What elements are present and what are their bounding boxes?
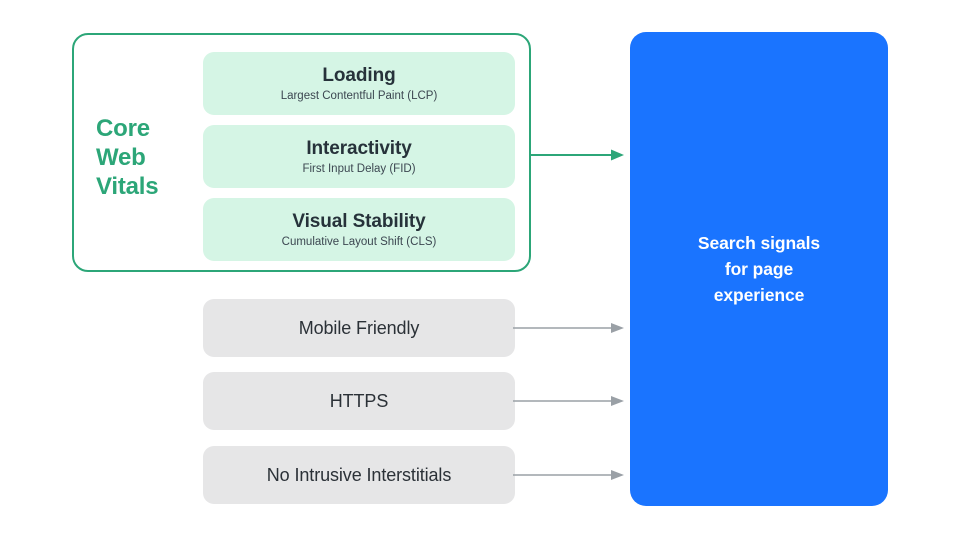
metric-title-interactivity: Interactivity [306, 137, 412, 159]
signal-label-mobile-friendly: Mobile Friendly [298, 318, 420, 338]
arrow-https-icon [513, 393, 625, 409]
metric-card-visual-stability[interactable]: Visual Stability Cumulative Layout Shift… [203, 198, 515, 261]
metric-title-loading: Loading [322, 64, 396, 86]
metric-subtitle-interactivity: First Input Delay (FID) [302, 162, 416, 175]
arrow-mobile-friendly-icon [513, 320, 625, 336]
signal-card-mobile-friendly[interactable]: Mobile Friendly [203, 299, 515, 357]
core-web-vitals-group [72, 33, 531, 272]
signal-card-https[interactable]: HTTPS [203, 372, 515, 430]
signal-label-https: HTTPS [329, 391, 389, 411]
metric-title-visual-stability: Visual Stability [292, 210, 426, 232]
arrow-core-web-vitals-icon [529, 147, 625, 163]
signal-label-no-intrusive-interstitials: No Intrusive Interstitials [266, 465, 452, 485]
search-signals-box[interactable]: Search signals for page experience [630, 32, 888, 506]
metric-subtitle-loading: Largest Contentful Paint (LCP) [280, 89, 438, 102]
signal-card-no-intrusive-interstitials[interactable]: No Intrusive Interstitials [203, 446, 515, 504]
arrow-no-intrusive-interstitials-icon [513, 467, 625, 483]
metric-card-interactivity[interactable]: Interactivity First Input Delay (FID) [203, 125, 515, 188]
metric-card-loading[interactable]: Loading Largest Contentful Paint (LCP) [203, 52, 515, 115]
core-web-vitals-group-label: Core Web Vitals [96, 115, 159, 200]
search-signals-label: Search signals for page experience [697, 233, 821, 305]
metric-subtitle-visual-stability: Cumulative Layout Shift (CLS) [281, 235, 437, 248]
